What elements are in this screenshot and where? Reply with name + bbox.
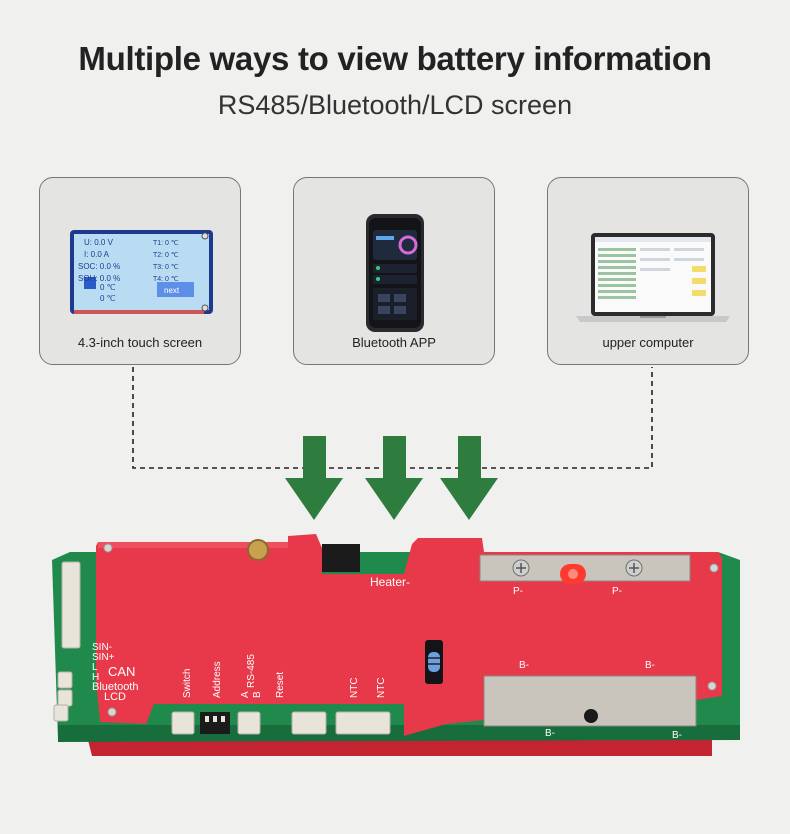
card-label-touch-screen: 4.3-inch touch screen	[77, 335, 203, 350]
card-bluetooth-app: Bluetooth APP	[293, 177, 495, 365]
page-title: Multiple ways to view battery informatio…	[78, 40, 712, 77]
phone-image	[366, 214, 424, 332]
card-upper-computer: upper computer	[547, 177, 749, 365]
label-lcd: LCD	[104, 691, 126, 703]
label-b-minus-1: B-	[519, 660, 529, 671]
label-can: CAN	[108, 664, 135, 679]
label-reset: Reset	[275, 672, 286, 698]
down-arrow-icon	[285, 436, 343, 520]
label-b-minus-3: B-	[545, 728, 555, 739]
label-p-minus-1: P-	[513, 586, 523, 597]
label-bluetooth: Bluetooth	[92, 681, 138, 693]
page-subtitle: RS485/Bluetooth/LCD screen	[217, 90, 573, 120]
label-b-minus-4: B-	[672, 730, 682, 741]
label-sin-plus: SIN+	[92, 652, 115, 663]
card-label-bluetooth-app: Bluetooth APP	[352, 335, 436, 350]
card-touch-screen: U: 0.0 V I: 0.0 A SOC: 0.0 % SOH: 0.0 % …	[39, 177, 241, 365]
label-switch: Switch	[182, 669, 193, 698]
label-b-minus-2: B-	[645, 660, 655, 671]
lcd-t4: T4: 0 ℃	[153, 276, 179, 283]
lcd-next-button: next	[164, 286, 180, 295]
lcd-row-soc: SOC: 0.0 %	[78, 262, 120, 271]
label-heater: Heater-	[370, 575, 410, 589]
label-a: A	[240, 691, 251, 698]
label-p-minus-2: P-	[612, 586, 622, 597]
lcd-row-temp2: 0 ℃	[100, 294, 116, 303]
laptop-image	[576, 233, 730, 322]
label-rs485: RS-485	[246, 654, 257, 688]
lcd-row-soh: SOH: 0.0 %	[78, 274, 120, 283]
lcd-row-voltage: U: 0.0 V	[84, 238, 114, 247]
label-ntc-2: NTC	[376, 677, 387, 698]
card-label-upper-computer: upper computer	[602, 335, 694, 350]
lcd-t3: T3: 0 ℃	[153, 264, 179, 271]
down-arrow-icon	[365, 436, 423, 520]
lcd-t1: T1: 0 ℃	[153, 240, 179, 247]
lcd-screen-image: U: 0.0 V I: 0.0 A SOC: 0.0 % SOH: 0.0 % …	[70, 230, 213, 314]
lcd-row-temp1: 0 ℃	[100, 283, 116, 292]
label-sin-minus: SIN-	[92, 642, 112, 653]
label-l: L	[92, 662, 98, 673]
label-h: H	[92, 672, 99, 683]
lcd-row-current: I: 0.0 A	[84, 250, 110, 259]
down-arrow-icon	[440, 436, 498, 520]
label-address: Address	[212, 661, 223, 698]
label-ntc-1: NTC	[349, 677, 360, 698]
label-b: B	[252, 691, 263, 698]
lcd-t2: T2: 0 ℃	[153, 252, 179, 259]
